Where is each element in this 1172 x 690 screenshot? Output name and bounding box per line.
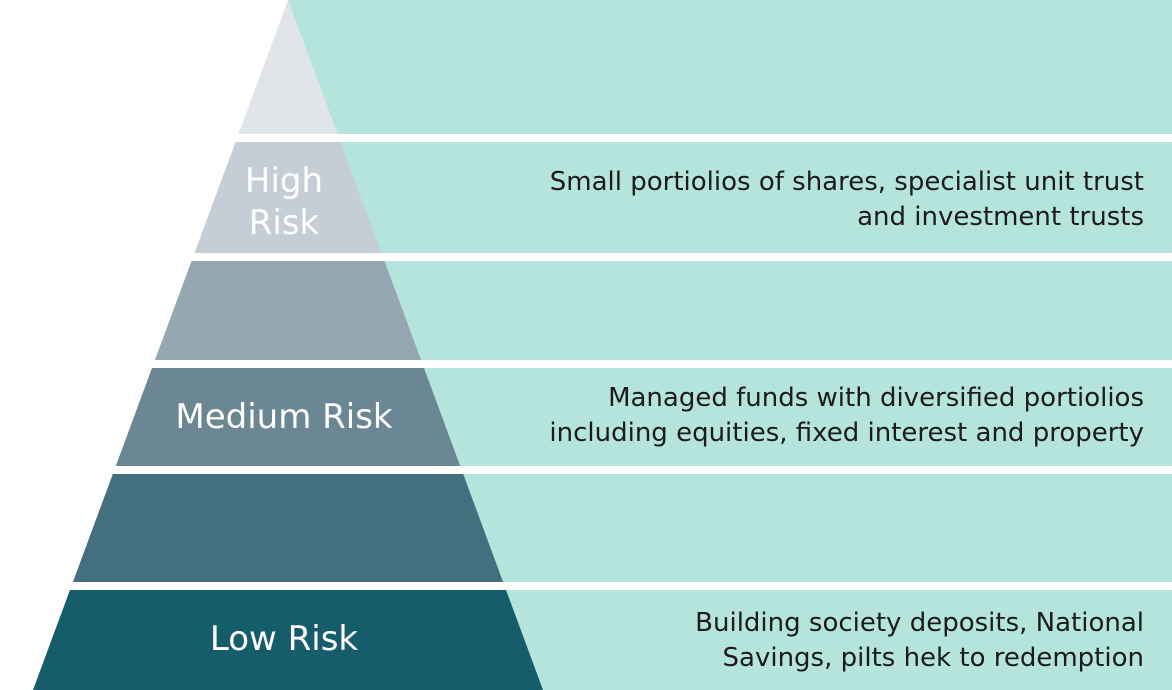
band-tier-1: [288, 0, 1172, 134]
pyramid-tier-2-high-risk: [194, 142, 382, 253]
band-tier-3: [288, 261, 1172, 360]
tier-description-low-risk: Building society deposits, National Savi…: [695, 608, 1144, 673]
pyramid-tier-4-medium-risk: [115, 368, 461, 466]
pyramid-tier-5: [72, 474, 504, 582]
pyramid: [33, 0, 543, 690]
tier-label-high-risk: High Risk: [244, 161, 324, 243]
description-bands: [288, 0, 1172, 690]
band-tier-2-high-risk: [288, 142, 1172, 253]
pyramid-tier-1: [238, 0, 338, 134]
tier-description-high-risk: Small portiolios of shares, specialist u…: [549, 167, 1144, 232]
pyramid-tier-6-low-risk: [33, 590, 543, 690]
pyramid-tier-3: [154, 261, 422, 360]
tier-label-low-risk: Low Risk: [209, 619, 359, 659]
tier-label-medium-risk: Medium Risk: [175, 397, 393, 437]
tier-description-medium-risk: Managed funds with diversified portiolio…: [549, 383, 1144, 448]
